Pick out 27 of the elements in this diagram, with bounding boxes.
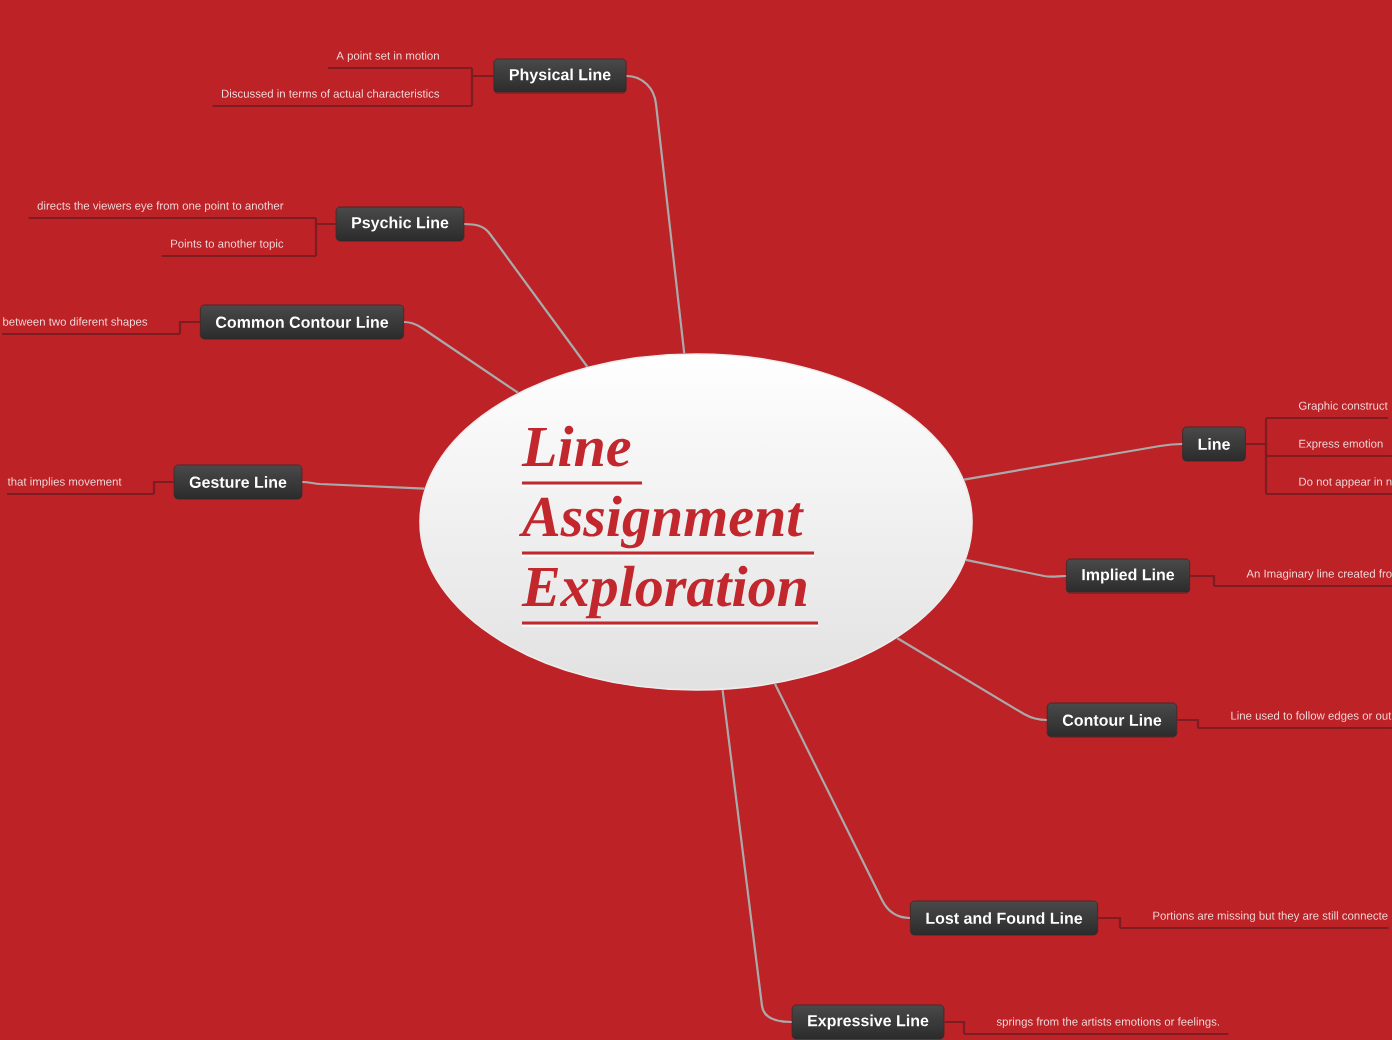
topic-box: Contour Line bbox=[1046, 702, 1178, 738]
branch-line bbox=[896, 637, 1047, 722]
topic-box: Gesture Line bbox=[173, 464, 303, 500]
connector-line bbox=[1177, 718, 1200, 728]
branch-line bbox=[626, 74, 686, 354]
topic-box: Lost and Found Line bbox=[909, 900, 1099, 936]
branch-line bbox=[721, 689, 792, 1024]
topic-box: Common Contour Line bbox=[199, 304, 405, 340]
topic-box: Expressive Line bbox=[791, 1004, 945, 1040]
connector-line bbox=[314, 222, 336, 256]
connector-line bbox=[470, 74, 494, 106]
topic-box: Line bbox=[1182, 426, 1246, 462]
topic-box: Physical Line bbox=[493, 58, 627, 94]
topic-box: Implied Line bbox=[1065, 558, 1191, 594]
connector-line bbox=[1098, 916, 1122, 928]
branch-line bbox=[464, 222, 589, 368]
branch-line bbox=[965, 558, 1066, 578]
connector-line bbox=[944, 1020, 966, 1034]
connector-line bbox=[152, 480, 174, 494]
branch-line bbox=[404, 320, 519, 394]
branch-line bbox=[963, 442, 1183, 481]
branch-line bbox=[302, 480, 425, 490]
connector-line bbox=[1245, 442, 1268, 494]
topic-box: Psychic Line bbox=[335, 206, 465, 242]
connector-line bbox=[1190, 574, 1216, 586]
connector-line bbox=[178, 320, 200, 334]
branch-line bbox=[773, 683, 910, 920]
